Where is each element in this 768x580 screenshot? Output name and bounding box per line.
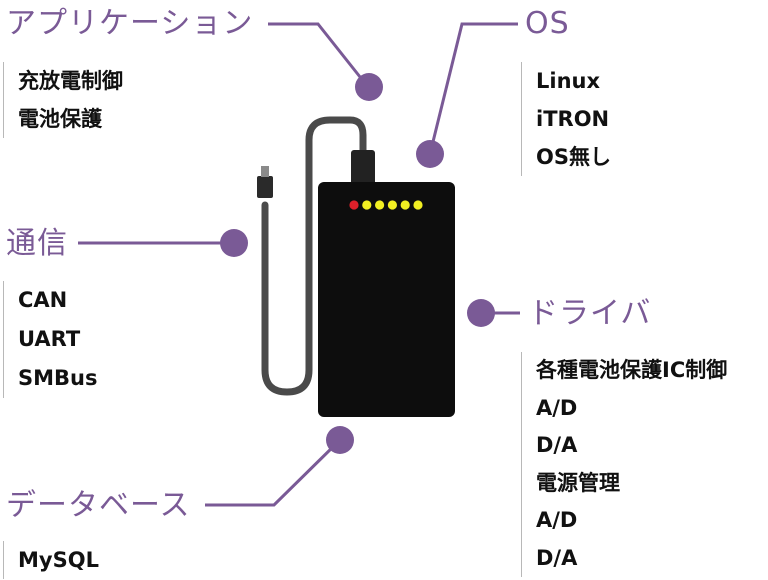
led-yellow-2 [362,200,372,210]
driver-list: 各種電池保護IC制御 A/D D/A 電源管理 A/D D/A [521,352,727,577]
usb-cable [261,116,367,396]
connector-dot-driver [467,299,495,327]
driver-heading: ドライバ [528,296,652,331]
led-red-1 [349,200,359,210]
led-yellow-6 [413,200,423,210]
battery-pack [318,182,455,417]
os-heading: OS [525,6,570,41]
driver-item: 各種電池保護IC制御 [536,358,728,382]
driver-item: A/D [536,508,578,532]
connector-dot-os [416,140,444,168]
micro-usb-tip [261,166,269,177]
database-item: MySQL [18,548,99,572]
os-list: Linux iTRON OS無し [521,62,611,176]
application-heading: アプリケーション [6,6,254,41]
os-item: iTRON [536,107,610,131]
application-list: 充放電制御 電池保護 [3,62,123,138]
communication-item: CAN [18,288,68,312]
connector-dot-communication [220,229,248,257]
driver-item: D/A [536,545,578,570]
driver-item: D/A [536,433,578,457]
communication-item: UART [18,327,81,351]
os-item: OS無し [536,145,611,169]
connector-dot-application [355,73,383,101]
driver-item: 電源管理 [536,470,620,495]
led-yellow-4 [387,200,397,210]
connector-os [428,22,518,155]
application-item: 充放電制御 [18,69,123,93]
connector-database [205,438,342,507]
driver-item: A/D [536,395,578,420]
communication-list: CAN UART SMBus [3,281,97,398]
connector-dot-database [326,426,354,454]
communication-item: SMBus [18,366,98,390]
communication-heading: 通信 [6,226,68,261]
application-item: 電池保護 [18,107,102,131]
database-heading: データベース [6,488,191,523]
led-yellow-5 [400,200,410,210]
led-indicator-row [349,200,423,210]
usb-plug [351,150,375,186]
connector-application [268,22,370,88]
os-item: Linux [536,69,601,93]
micro-usb-plug [257,176,273,198]
database-list: MySQL [3,541,99,579]
led-yellow-3 [375,200,385,210]
